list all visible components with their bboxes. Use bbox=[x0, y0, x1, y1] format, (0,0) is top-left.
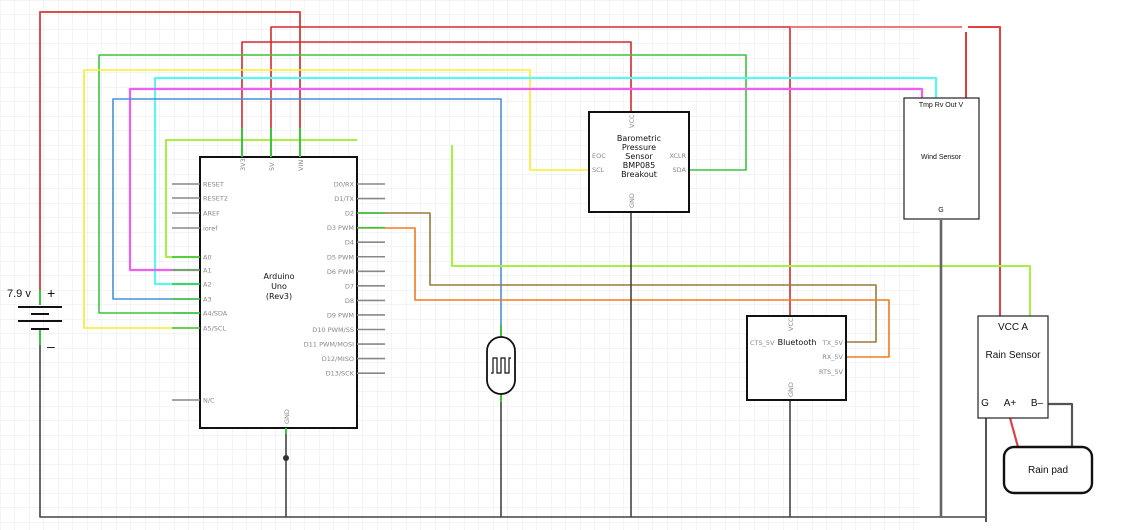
arduino-pin-aref: AREF bbox=[203, 210, 220, 218]
rain-pin-bminus: B– bbox=[1031, 398, 1044, 409]
arduino-pin-d6-pwm: D6 PWM bbox=[327, 268, 354, 276]
arduino-pin-d11-pwm-mosi: D11 PWM/MOSI bbox=[304, 341, 354, 349]
arduino-title-2: Uno bbox=[271, 282, 287, 291]
bt-pin-vcc: VCC bbox=[787, 317, 795, 331]
wire-rv[interactable] bbox=[153, 76, 938, 286]
arduino-title-3: (Rev3) bbox=[266, 292, 292, 301]
bt-pin-rts: RTS_5V bbox=[819, 368, 844, 376]
arduino-pin-a5-scl: A5/SCL bbox=[203, 325, 226, 333]
arduino-pin-vin: VIN bbox=[297, 160, 305, 171]
rain-pin-aplus: A+ bbox=[1004, 398, 1017, 409]
bmp-title-3: Sensor bbox=[625, 152, 653, 161]
battery-minus: – bbox=[47, 338, 55, 354]
bmp-pin-sda: SDA bbox=[673, 166, 687, 174]
arduino-pin-d3-pwm: D3 PWM bbox=[327, 224, 354, 232]
bmp-pin-scl: SCL bbox=[592, 166, 605, 174]
wire-tmp[interactable] bbox=[128, 87, 924, 272]
rain-sensor-title: Rain Sensor bbox=[985, 350, 1041, 361]
arduino-pin-d5-pwm: D5 PWM bbox=[327, 253, 354, 261]
arduino-pin-reset2: RESET2 bbox=[203, 195, 228, 203]
rain-pad[interactable]: Rain pad bbox=[1002, 445, 1094, 495]
battery-plus: + bbox=[47, 285, 55, 301]
bmp-pin-xclr: XCLR bbox=[669, 152, 686, 160]
rain-pad-title: Rain pad bbox=[1028, 465, 1068, 476]
wind-sensor[interactable]: Tmp Rv Out V Wind Sensor G bbox=[903, 97, 980, 220]
arduino-pin-d7: D7 bbox=[345, 282, 354, 290]
rain-pin-g: G bbox=[981, 398, 989, 409]
arduino-pin-d4: D4 bbox=[345, 239, 354, 247]
bmp-pin-eoc: EOC bbox=[592, 152, 606, 160]
arduino-pin-d13-sck: D13/SCK bbox=[326, 370, 355, 378]
wire-ground-bus[interactable] bbox=[39, 335, 986, 518]
wire-d2[interactable] bbox=[357, 212, 877, 343]
bmp-pin-gnd: GND bbox=[628, 193, 636, 208]
arduino-pin-3v3: 3V3 bbox=[239, 158, 247, 171]
arduino-pin-d9-pwm: D9 PWM bbox=[327, 311, 354, 319]
bmp-title-2: Pressure bbox=[622, 143, 656, 152]
arduino-title-1: Arduino bbox=[264, 272, 295, 281]
wire-ldr[interactable] bbox=[112, 98, 502, 333]
wire-rain-aplus[interactable] bbox=[1008, 417, 1020, 448]
wire-scl[interactable] bbox=[83, 69, 588, 329]
bmp085-sensor[interactable]: Barometric Pressure Sensor BMP085 Breako… bbox=[588, 111, 690, 213]
arduino-pin-ioref: ioref bbox=[203, 225, 218, 233]
wire-d3[interactable] bbox=[357, 227, 890, 358]
arduino-pin-a4-sda: A4/SDA bbox=[203, 310, 228, 318]
wire-rain-a2[interactable] bbox=[451, 145, 1031, 316]
arduino-pin-d2: D2 bbox=[345, 210, 354, 218]
arduino-pin-a1: A1 bbox=[203, 267, 212, 275]
arduino-pin-a3: A3 bbox=[203, 296, 212, 304]
wind-sensor-pins: Tmp Rv Out V bbox=[919, 102, 964, 109]
arduino-pin-5v: 5V bbox=[268, 162, 276, 171]
wind-sensor-pin-g: G bbox=[938, 207, 943, 214]
bmp-title-5: Breakout bbox=[621, 170, 657, 179]
bluetooth-title: Bluetooth bbox=[778, 338, 817, 347]
arduino-pin-d1-tx: D1/TX bbox=[334, 195, 354, 203]
arduino-pin-d8: D8 bbox=[345, 297, 354, 305]
arduino-pin-a2: A2 bbox=[203, 281, 212, 289]
bmp-title-4: BMP085 bbox=[623, 161, 655, 170]
rain-sensor-body bbox=[977, 315, 1049, 419]
rain-sensor[interactable]: VCC A Rain Sensor G A+ B– bbox=[977, 315, 1049, 419]
bmp-pin-vcc: VCC bbox=[628, 114, 636, 128]
wind-sensor-title: Wind Sensor bbox=[921, 154, 962, 161]
arduino-pin-reset: RESET bbox=[203, 181, 224, 189]
wires bbox=[39, 11, 1074, 522]
arduino-pin-d10-pwm-ss: D10 PWM/SS bbox=[312, 326, 354, 334]
battery-voltage: 7.9 v bbox=[7, 288, 31, 300]
arduino-body bbox=[199, 156, 358, 429]
rain-pad-body bbox=[1002, 445, 1094, 495]
wire-sda[interactable] bbox=[98, 54, 747, 314]
arduino-pin-gnd: GND bbox=[283, 409, 291, 424]
arduino-pin-a0: A0 bbox=[203, 254, 212, 262]
bt-pin-rx: RX_5V bbox=[822, 353, 843, 361]
wind-sensor-body bbox=[903, 97, 980, 220]
arduino-pin-d12-miso: D12/MISO bbox=[322, 355, 354, 363]
bmp085-body bbox=[588, 111, 690, 213]
junction-dot bbox=[283, 455, 289, 461]
bt-pin-cts: CTS_5V bbox=[750, 339, 775, 347]
arduino-pin-n-c: N/C bbox=[203, 397, 215, 405]
photoresistor[interactable] bbox=[486, 325, 516, 402]
rain-sensor-top-pins: VCC A bbox=[998, 322, 1028, 333]
bluetooth-body bbox=[746, 315, 847, 401]
wire-rain-b[interactable] bbox=[1048, 402, 1074, 447]
battery[interactable]: 7.9 v + – bbox=[7, 285, 62, 354]
bluetooth-module[interactable]: Bluetooth VCC GND CTS_5V TX_5V RX_5V RTS… bbox=[746, 315, 847, 401]
arduino-pin-d0-rx: D0/RX bbox=[334, 181, 355, 189]
bt-pin-tx: TX_5V bbox=[822, 339, 844, 347]
ldr-zigzag-icon bbox=[491, 357, 511, 374]
bt-pin-gnd: GND bbox=[787, 382, 795, 397]
wire-5v-right2[interactable] bbox=[968, 26, 1001, 316]
bmp-title-1: Barometric bbox=[617, 134, 661, 143]
